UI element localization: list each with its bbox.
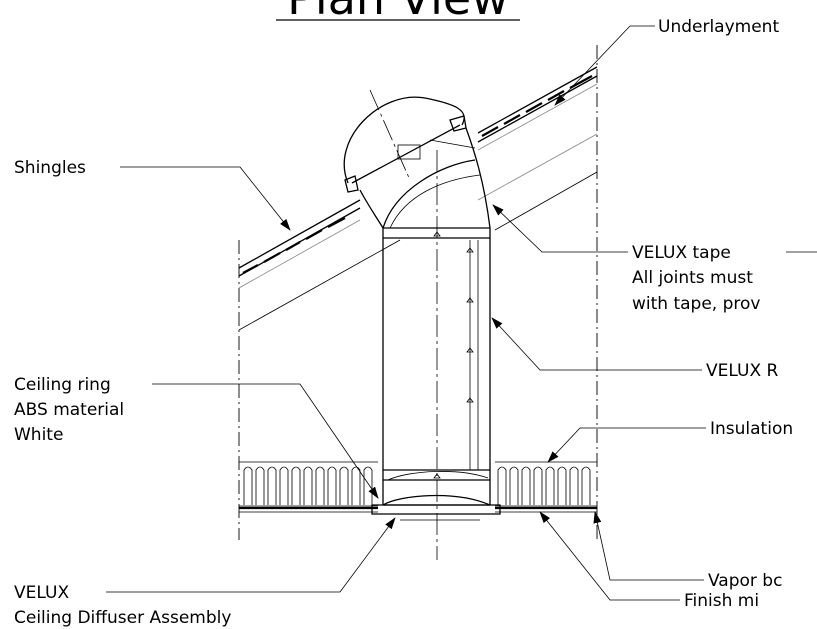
roof-left [238,199,401,331]
ceiling [239,504,597,521]
label-velux-diffuser-line2: Ceiling Diffuser Assembly [14,608,231,628]
label-ceiling-ring-line3: White [14,425,63,445]
label-finish: Finish mi [684,591,759,611]
light-tube [382,150,491,560]
insulation-right [495,461,597,507]
roof-right [477,66,598,231]
label-joints-line2: with tape, prov [632,294,760,314]
label-velux-diffuser-line1: VELUX [14,583,69,603]
label-joints-line1: All joints must [632,268,753,288]
label-velux-r: VELUX R [706,361,778,381]
label-underlayment: Underlayment [658,17,779,37]
label-velux-tape: VELUX tape [632,243,731,263]
drawing-title: Plan View [287,0,509,25]
label-ceiling-ring-line1: Ceiling ring [14,375,111,395]
insulation-left [239,461,378,507]
dome [343,89,467,193]
elbow-section [359,127,491,229]
label-insulation: Insulation [710,419,793,439]
label-shingles: Shingles [14,158,86,178]
label-vapor: Vapor bc [708,571,782,591]
label-ceiling-ring-line2: ABS material [14,400,124,420]
leader-lines [106,25,817,601]
